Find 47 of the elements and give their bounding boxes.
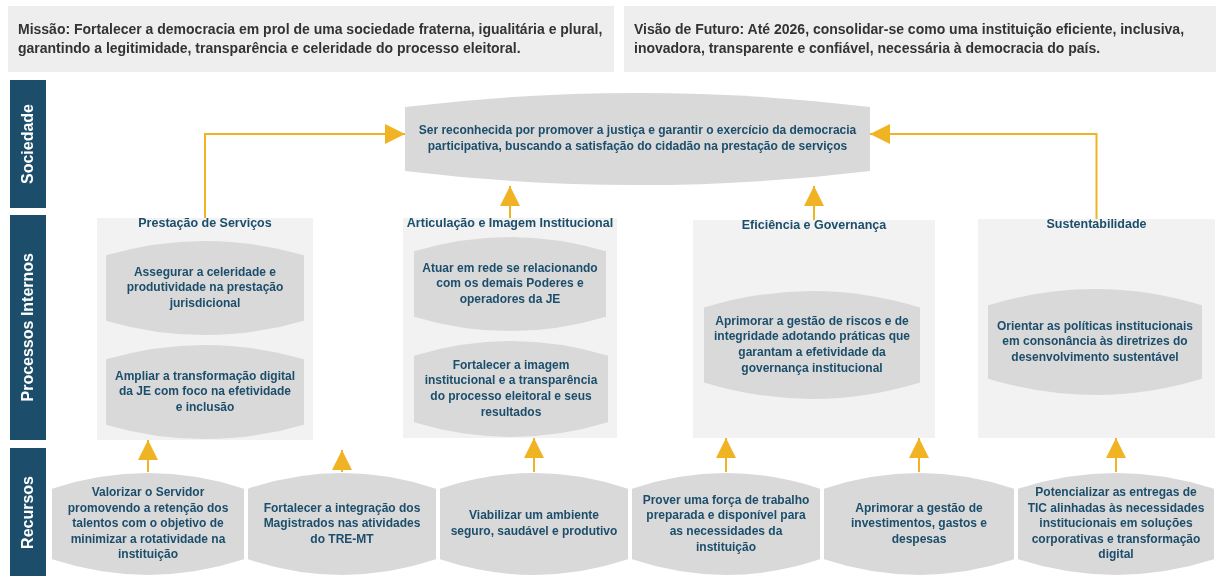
objective-shape [248,472,436,576]
theme-heading: Articulação e Imagem Institucional [405,216,615,230]
perspective-band [10,80,46,208]
triangle-arrow [138,439,158,473]
triangle-arrow [204,124,406,219]
objective-shape [632,472,820,576]
objective-text: Viabilizar um ambiente seguro, saudável e produtivo [449,508,619,540]
objective-text: Fortalecer a imagem institucional e a transparência do processo eleitoral e seus resultados [423,357,599,421]
objective-shape [440,472,628,576]
theme-heading: Eficiência e Governança [740,218,888,232]
theme-panel [97,218,313,440]
statement-text: Missão: Fortalecer a democracia em prol de uma sociedade fraterna, igualitária e plural, garantindo a legitimidade, transparência e celeridade do processo eleitoral. [18,20,604,58]
perspective-band [10,448,46,576]
theme-panel [693,220,935,438]
triangle-arrow [716,437,736,473]
triangle-arrow [524,437,544,473]
objective-shape [52,472,244,576]
triangle-arrow [332,449,352,473]
triangle-arrow [804,185,824,221]
triangle-arrow [1106,437,1126,473]
objective-text: Orientar as políticas institucionais em consonância às diretrizes do desenvolvimento sustentável [996,318,1194,366]
objective-shape [106,344,304,440]
statement-text: Visão de Futuro: Até 2026, consolidar-se como uma instituição eficiente, inclusiva, inovadora, transparente e confiável, necessária à democracia do país. [634,20,1186,58]
triangle-arrow [500,185,520,219]
perspective-band [10,215,46,440]
objective-text: Aprimorar a gestão de riscos e de integridade adotando práticas que garantam a efetividade da governança institucional [713,313,911,377]
band-label: Recursos [19,475,37,549]
triangle-arrow [869,124,1098,220]
triangle-arrow [909,437,929,473]
objective-text: Ser reconhecida por promover a justiça e garantir o exercício da democracia participativa, buscando a satisfação do cidadão na prestação de serviços [417,123,858,155]
objective-text: Fortalecer a integração dos Magistrados nas atividades do TRE-MT [262,500,422,548]
objective-shape [824,472,1014,576]
objective-text: Valorizar o Servidor promovendo a retenção dos talentos com o objetivo de minimizar a rotatividade na instituição [66,485,230,563]
objective-text: Assegurar a celeridade e produtividade na prestação jurisdicional [125,264,285,312]
objective-text: Atuar em rede se relacionando com os demais Poderes e operadores da JE [422,260,598,308]
objective-text: Aprimorar a gestão de investimentos, gastos e despesas [849,500,988,548]
theme-heading: Prestação de Serviços [137,216,273,230]
theme-heading: Sustentabilidade [1045,217,1148,231]
theme-panel [403,218,617,438]
band-label: Sociedade [19,104,37,184]
objective-shape [1018,472,1214,576]
objective-text: Potencializar as entregas de TIC alinhadas às necessidades institucionais em soluções corporativas e transformação digital [1026,485,1206,563]
band-label: Processos Internos [19,253,37,402]
objective-text: Prover uma força de trabalho preparada e disponível para as necessidades da instituição [641,492,811,556]
objective-text: Ampliar a transformação digital da JE com foco na efetividade e inclusão [114,368,296,416]
objective-shape [414,340,608,438]
theme-panel [978,219,1215,438]
